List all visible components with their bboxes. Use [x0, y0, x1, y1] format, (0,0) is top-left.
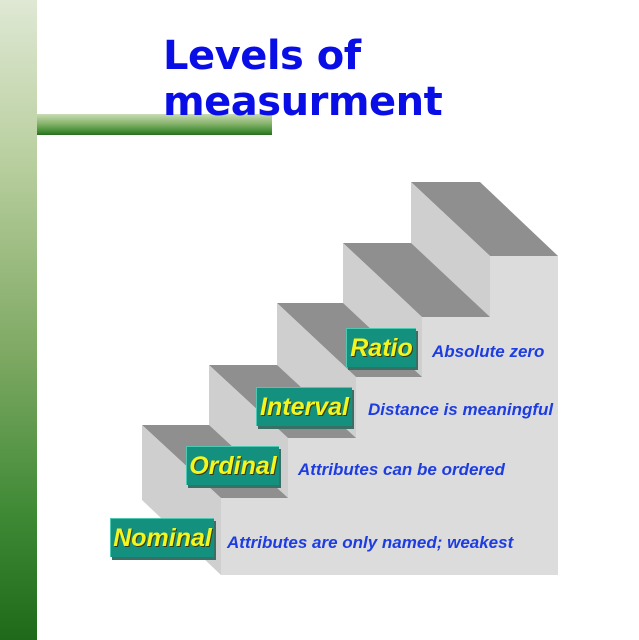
- title-underline-bar: [37, 114, 272, 135]
- level-description-nominal: Attributes are only named; weakest: [227, 533, 514, 552]
- title-line-2: measurment: [163, 79, 443, 125]
- level-label-nominal: Nominal: [110, 518, 214, 557]
- level-label-interval: Interval: [256, 387, 352, 426]
- title-line-1: Levels of: [163, 33, 361, 79]
- ordinal-label-text: Ordinal: [189, 451, 277, 480]
- level-label-ratio: Ratio: [346, 328, 416, 367]
- nominal-label-text: Nominal: [113, 523, 212, 552]
- level-description-interval: Distance is meaningful: [368, 400, 554, 419]
- slide-title: Levels of measurment: [163, 33, 443, 125]
- interval-label-text: Interval: [260, 392, 349, 421]
- level-label-ordinal: Ordinal: [186, 446, 279, 485]
- level-description-ratio: Absolute zero: [432, 342, 545, 361]
- ratio-label-text: Ratio: [350, 333, 413, 362]
- level-description-ordinal: Attributes can be ordered: [298, 460, 505, 479]
- decorative-side-bar: [0, 0, 37, 640]
